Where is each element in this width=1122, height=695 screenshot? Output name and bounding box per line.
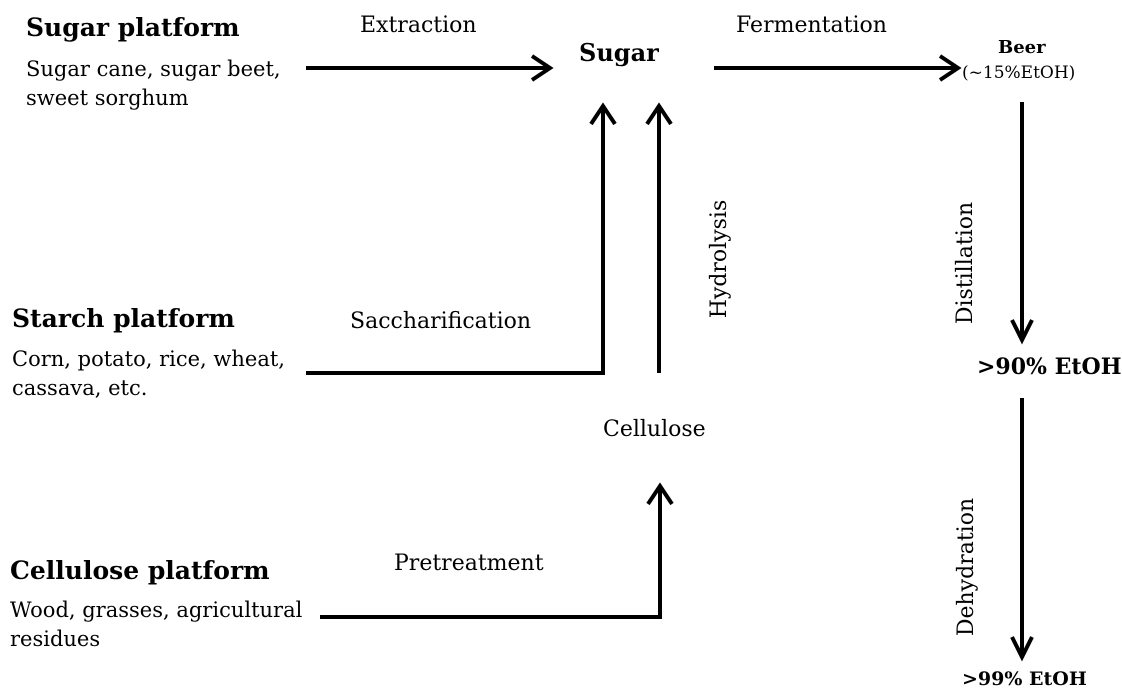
- hydrolysis-arrowhead: [645, 102, 673, 126]
- etoh-90-node: >90% EtOH: [977, 354, 1122, 380]
- extraction-arrowhead: [530, 54, 554, 82]
- beer-node: Beer: [998, 37, 1046, 58]
- saccharification-arrow: [306, 108, 605, 375]
- cellulose-platform-line1: Wood, grasses, agricultural: [10, 598, 303, 622]
- distillation-label: Distillation: [953, 201, 978, 325]
- extraction-label: Extraction: [360, 13, 477, 38]
- saccharification-arrowhead: [589, 102, 617, 126]
- dehydration-label: Dehydration: [954, 497, 979, 637]
- sugar-platform-line2: sweet sorghum: [26, 86, 189, 110]
- dehydration-arrowhead: [1010, 636, 1034, 662]
- sugar-platform-line1: Sugar cane, sugar beet,: [26, 57, 281, 81]
- bioethanol-process-diagram: Sugar platform Sugar cane, sugar beet, s…: [10, 13, 1122, 690]
- beer-ethanol-note: (~15%EtOH): [962, 63, 1076, 83]
- flow-arrows: [306, 54, 1034, 662]
- cellulose-platform-line2: residues: [10, 627, 101, 651]
- pretreatment-arrow: [320, 488, 662, 619]
- distillation-arrowhead: [1010, 319, 1034, 345]
- starch-platform-line2: cassava, etc.: [12, 376, 148, 400]
- pretreatment-arrowhead: [646, 482, 674, 506]
- starch-platform-title: Starch platform: [12, 304, 235, 333]
- cellulose-platform-title: Cellulose platform: [10, 556, 270, 585]
- etoh-99-node: >99% EtOH: [962, 668, 1087, 690]
- sugar-platform-title: Sugar platform: [26, 13, 240, 42]
- fermentation-label: Fermentation: [736, 13, 887, 38]
- cellulose-node: Cellulose: [603, 417, 706, 442]
- fermentation-arrowhead: [938, 54, 962, 82]
- saccharification-label: Saccharification: [350, 309, 532, 334]
- starch-platform-line1: Corn, potato, rice, wheat,: [12, 347, 285, 371]
- pretreatment-label: Pretreatment: [394, 551, 544, 576]
- hydrolysis-label: Hydrolysis: [707, 199, 732, 319]
- sugar-node: Sugar: [579, 38, 659, 67]
